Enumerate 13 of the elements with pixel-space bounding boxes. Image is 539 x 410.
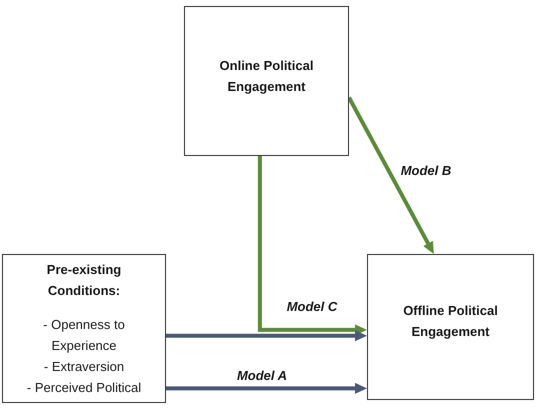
arrow [347,96,436,255]
list-item: - Openness to Experience [42,316,126,355]
concept-box [184,6,349,156]
concept-box [367,254,534,400]
list-item: - Perceived Political [26,379,142,397]
arrow [258,156,367,336]
list-item: - Extraversion [44,358,124,376]
box-label: Offline Political Engagement [402,302,499,341]
box-heading: Pre-existing Conditions: [46,261,122,300]
arrow [166,382,367,394]
arrow [166,330,367,342]
box-label: Online Political Engagement [218,57,314,96]
concept-box [2,254,166,403]
